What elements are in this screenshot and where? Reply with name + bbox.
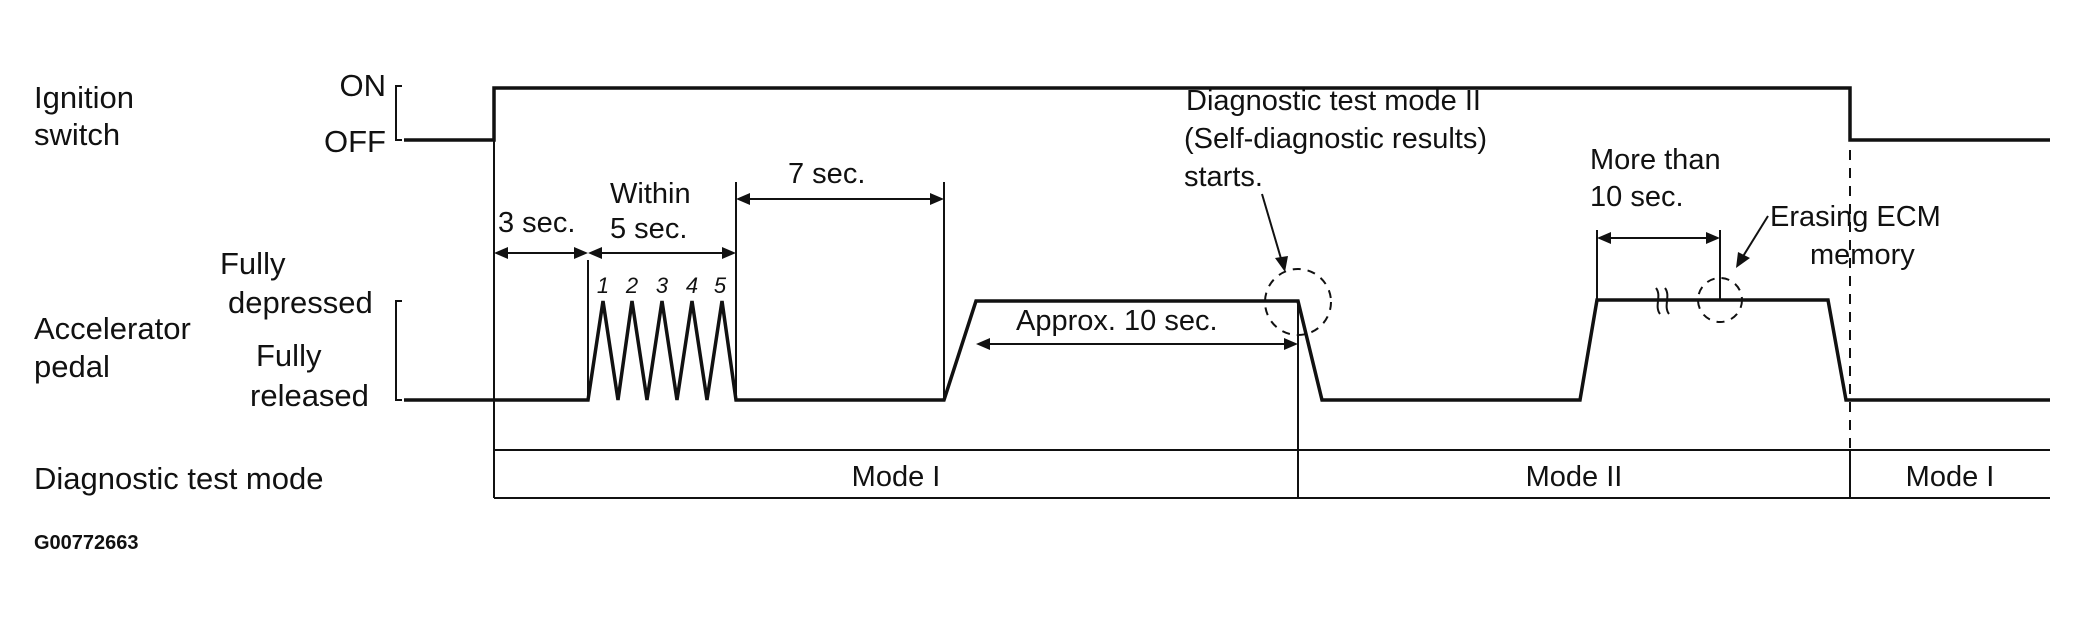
- mode-cell-3: Mode I: [1906, 461, 1995, 493]
- ignition-on-label: ON: [340, 68, 387, 103]
- pedal-label-line2: pedal: [34, 349, 110, 384]
- mode2-start-note-line2: (Self-diagnostic results): [1184, 123, 1487, 155]
- time-break-mark-2: [1664, 287, 1670, 315]
- dim-5sec-text-line2: 5 sec.: [610, 213, 687, 245]
- pulse-number-5: 5: [714, 273, 727, 298]
- dim-approx10sec-arrow-left: [976, 338, 990, 350]
- mode2-start-note-line3: starts.: [1184, 161, 1263, 193]
- pedal-high-label-line1: Fully: [220, 246, 286, 281]
- ignition-label-line2: switch: [34, 117, 120, 152]
- ignition-waveform: [404, 86, 2050, 142]
- dim-7sec-text: 7 sec.: [788, 158, 865, 190]
- time-break-mark: [1655, 287, 1661, 315]
- erase-memory-note-line2: memory: [1810, 239, 1915, 271]
- dim-7sec-arrow-right: [930, 193, 944, 205]
- mode2-start-marker-circle: [1264, 268, 1332, 336]
- erase-memory-note-line1: Erasing ECM: [1770, 201, 1941, 233]
- pulse-number-1: 1: [597, 273, 609, 298]
- pulse-number-4: 4: [686, 273, 698, 298]
- dim-5sec-arrow-left: [588, 247, 602, 259]
- erase-memory-marker-circle: [1697, 277, 1743, 323]
- mode-cell-2: Mode II: [1526, 461, 1623, 493]
- ignition-label-line1: Ignition: [34, 80, 134, 115]
- pedal-low-label-line1: Fully: [256, 338, 322, 373]
- pedal-high-label-line2: depressed: [228, 285, 373, 320]
- dim-3sec-text: 3 sec.: [498, 207, 575, 239]
- dim-7sec-arrow-left: [736, 193, 750, 205]
- ignition-off-label: OFF: [324, 124, 386, 159]
- dim-3sec-arrow-right: [574, 247, 588, 259]
- dim-approx10sec-arrow-right: [1284, 338, 1298, 350]
- ignition-level-bracket: [395, 85, 402, 141]
- dim-morethan10sec-arrow-left: [1597, 232, 1611, 244]
- mode2-start-leader: [1261, 193, 1283, 263]
- erase-memory-leader: [1741, 215, 1769, 259]
- pedal-waveform: [404, 298, 2050, 402]
- dim-morethan10sec-text-line2: 10 sec.: [1590, 181, 1684, 213]
- pulse-number-3: 3: [656, 273, 669, 298]
- mode2-start-leader-arrow: [1275, 256, 1288, 272]
- dim-5sec-arrow-right: [722, 247, 736, 259]
- pulse-number-2: 2: [625, 273, 638, 298]
- mode-row-label: Diagnostic test mode: [34, 461, 323, 496]
- dim-3sec-arrow-left: [494, 247, 508, 259]
- figure-code: G00772663: [34, 532, 139, 554]
- dim-morethan10sec-arrow-right: [1706, 232, 1720, 244]
- pedal-low-label-line2: released: [250, 378, 369, 413]
- dim-5sec-text-line1: Within: [610, 178, 691, 210]
- mode2-start-note-line1: Diagnostic test mode II: [1186, 85, 1481, 117]
- mode-cell-1: Mode I: [852, 461, 941, 493]
- erase-memory-leader-arrow: [1736, 252, 1750, 268]
- dim-morethan10sec-text-line1: More than: [1590, 144, 1721, 176]
- dim-approx10sec-text: Approx. 10 sec.: [1016, 305, 1218, 337]
- pedal-label-line1: Accelerator: [34, 311, 191, 346]
- pedal-level-bracket: [395, 300, 402, 401]
